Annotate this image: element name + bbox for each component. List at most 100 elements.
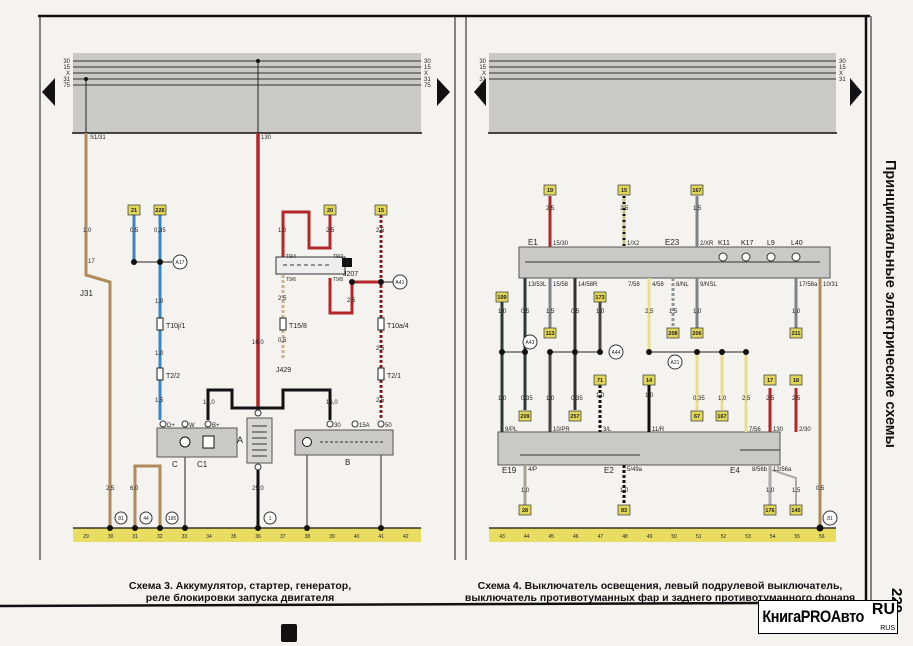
connector-badge [715, 410, 729, 422]
wire-label: 2,5 [742, 396, 751, 402]
connector-badge [617, 184, 631, 196]
wire-label: 1,0 [155, 351, 164, 357]
wire-label: 0,5 [278, 338, 287, 344]
ground-pin-number: 35 [231, 534, 237, 540]
logo-text: КнигаPROАвто [762, 607, 864, 626]
wire-label: 2,5 [376, 398, 385, 404]
wire-label: W [189, 423, 195, 429]
wire-label: 1,5 [155, 398, 164, 404]
connector-number: 209 [520, 414, 529, 420]
connector-badge [690, 327, 704, 339]
wire-label: 10/PR [553, 427, 570, 433]
ground-pin-number: 51 [696, 534, 702, 540]
ground-pin-number: 52 [721, 534, 727, 540]
wire-label: A41 [396, 280, 405, 286]
chapter-marker-icon [281, 624, 297, 642]
connector-badge [495, 291, 509, 303]
connector-badge [518, 410, 532, 422]
wire-label: 3/L [603, 427, 612, 433]
connector-number: 17 [767, 378, 773, 384]
ground-pin-number: 50 [671, 534, 677, 540]
wire-label: 11/R [652, 427, 665, 433]
bus-label-left: 30 [63, 59, 70, 65]
wire-label: 81 [118, 516, 124, 522]
wire-label: 10/31 [823, 282, 839, 288]
wire-label: J31 [80, 289, 93, 298]
wire-label: 1,0 [498, 309, 507, 315]
wire-label: 17 [88, 259, 95, 265]
logo-rus: RUS [880, 625, 895, 632]
connector-badge [374, 204, 388, 216]
wire-label: C [172, 460, 178, 469]
ground-pin-number: 46 [573, 534, 579, 540]
connector-number: 113 [546, 331, 555, 337]
ground-pin-number: 32 [157, 534, 163, 540]
wire-label: 1,0 [718, 396, 727, 402]
ground-pin-number: 47 [598, 534, 604, 540]
wire-label: 2,5 [106, 486, 115, 492]
wire-label: L9 [767, 240, 775, 247]
left-power-bus [73, 53, 421, 133]
wire-label: E4 [730, 466, 740, 475]
wire-label: 44 [143, 516, 149, 522]
connector-badge [789, 504, 803, 516]
relay-4-badge [342, 258, 352, 267]
ground-pin-number: 45 [548, 534, 554, 540]
bus-label-right: X [424, 71, 428, 77]
wire-label: 0,35 [693, 396, 705, 402]
ground-pin-number: 54 [770, 534, 776, 540]
wire-label: J429 [276, 367, 291, 374]
wire-label: 8/NL [676, 282, 689, 288]
wire-label: 15/58 [553, 282, 569, 288]
bus-label-left: X [482, 71, 486, 77]
wire-label: 1,0 [546, 396, 555, 402]
wire-label: 9/NSL [700, 282, 717, 288]
logo-ru: RU [871, 601, 895, 618]
connector-badge [593, 374, 607, 386]
ground-pin-number: 36 [255, 534, 261, 540]
connector-badge [127, 204, 141, 216]
bus-label-left: X [66, 71, 70, 77]
ground-pin-number: 55 [794, 534, 800, 540]
wire-label: 1,5 [693, 206, 702, 212]
bus-label-right: 75 [424, 83, 431, 89]
bus-label-right: 15 [839, 65, 846, 71]
wire-label: 1,0 [766, 488, 775, 494]
wire-label: T2/2 [166, 373, 180, 380]
wire-label: 0,35 [521, 396, 533, 402]
ground-pin-number: 43 [499, 534, 505, 540]
watermark-logo: КнигаPROАвто RU RUS [758, 600, 898, 634]
wire-label: A21 [671, 360, 680, 366]
connector-number: 83 [621, 508, 627, 514]
wire-label: T9/6 [286, 277, 296, 283]
wire-label: 2,5 [620, 206, 629, 212]
wire-label: 2,5 [376, 228, 385, 234]
bus-label-left: 30 [479, 59, 486, 65]
ground-pin-number: 30 [108, 534, 114, 540]
wire-label: 17/58a [799, 282, 818, 288]
section-title-vertical: Принципиальные электрические схемы [882, 160, 898, 448]
ground-pin-number: 48 [622, 534, 628, 540]
connector-badge [593, 291, 607, 303]
wire-label: L40 [791, 240, 803, 247]
bus-label-left: 31 [479, 77, 486, 83]
wire-label: T9/8 [333, 277, 343, 283]
wire-label: A [237, 435, 243, 445]
wire-label: 50 [385, 423, 392, 429]
next-page-arrow-left-icon [437, 78, 450, 106]
wire-label: T2/1 [387, 373, 401, 380]
wire-label: 14/58R [578, 282, 598, 288]
caption-scheme-3: Схема 3. Аккумулятор, стартер, генератор… [110, 580, 370, 604]
connector-badge [666, 327, 680, 339]
prev-page-arrow-right-icon [474, 78, 486, 106]
wire-label: 2,5 [766, 396, 775, 402]
wire-label: 1,0 [596, 309, 605, 315]
wire-label: 8/56b [752, 467, 768, 473]
wire-label: 2/30 [799, 427, 811, 433]
bus-label-right: 31 [839, 77, 846, 83]
ground-pin-number: 29 [83, 534, 89, 540]
connector-number: 18 [793, 378, 799, 384]
wire-label: 4/58 [652, 282, 664, 288]
wire-label: E19 [502, 466, 517, 475]
wire-label: K11 [718, 240, 730, 247]
